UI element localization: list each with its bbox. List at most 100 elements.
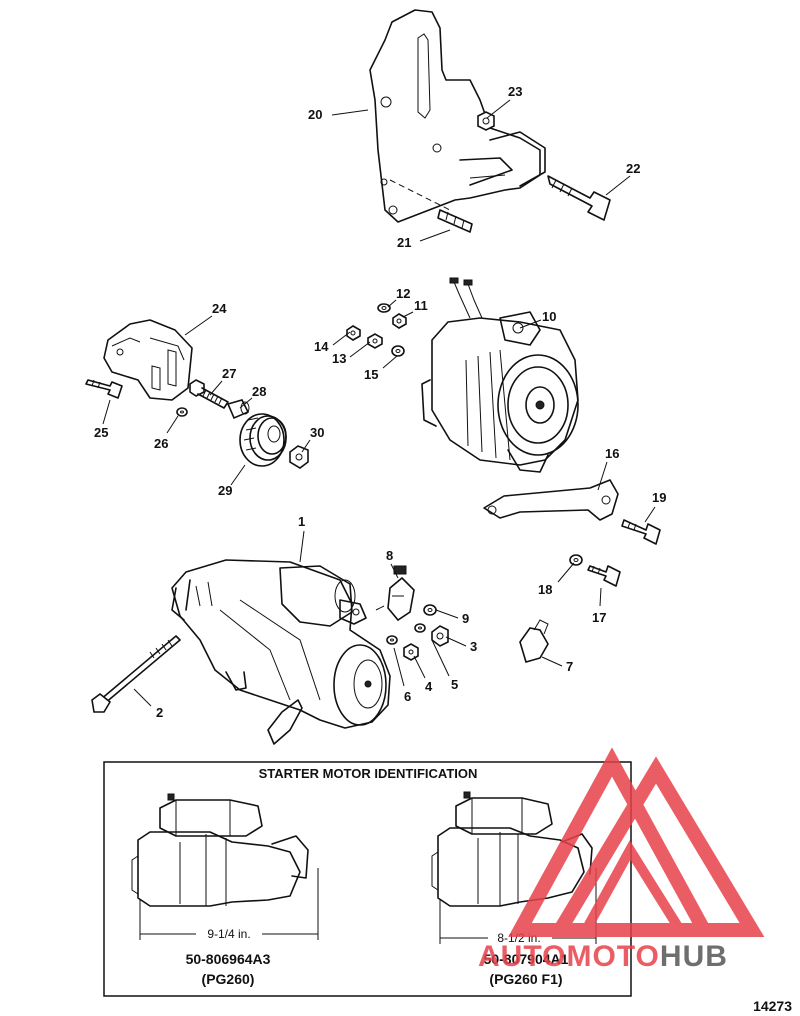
- nut-11: [392, 313, 407, 329]
- callout-leader-7: [541, 656, 563, 667]
- watermark-text-left: AUTOMOTO: [478, 940, 660, 973]
- starter-drawing-left: [131, 793, 309, 907]
- nut-4: [403, 643, 419, 661]
- washer-26: [176, 407, 188, 417]
- washer-5: [414, 623, 426, 633]
- callout-leader-30: [301, 439, 311, 453]
- callout-number-6: 6: [404, 689, 411, 704]
- right-model: (PG260 F1): [489, 971, 562, 987]
- idler-bracket-24: [103, 319, 193, 401]
- callout-leader-16: [597, 461, 608, 491]
- callout-number-1: 1: [298, 514, 305, 529]
- pulley-29: [239, 413, 287, 467]
- callout-leader-22: [605, 175, 631, 196]
- callout-number-26: 26: [154, 436, 168, 451]
- callout-number-15: 15: [364, 367, 378, 382]
- bolt-19: [621, 519, 661, 545]
- callout-leader-12: [387, 299, 397, 308]
- callout-number-2: 2: [156, 705, 163, 720]
- left-dimension-label: 9-1/4 in.: [207, 927, 250, 941]
- callout-leader-8: [390, 563, 399, 579]
- callout-number-12: 12: [396, 286, 410, 301]
- figure-number: 14273: [753, 998, 792, 1014]
- callout-leader-17: [599, 587, 602, 607]
- washer-6: [386, 635, 398, 645]
- adjusting-brace-16: [483, 479, 619, 521]
- washer-15: [391, 345, 405, 357]
- boot-7: [519, 619, 549, 663]
- callout-leader-11: [402, 311, 414, 318]
- callout-number-20: 20: [308, 107, 322, 122]
- callout-number-30: 30: [310, 425, 324, 440]
- callout-leader-9: [435, 609, 459, 619]
- callout-leader-3: [445, 636, 467, 647]
- callout-leader-10: [519, 319, 542, 329]
- callout-leader-5: [431, 639, 450, 677]
- left-part-number: 50-806964A3: [186, 951, 271, 967]
- callout-leader-26: [166, 415, 179, 434]
- callout-leader-19: [644, 506, 656, 523]
- callout-number-23: 23: [508, 84, 522, 99]
- callout-number-4: 4: [425, 679, 433, 694]
- nut-13: [367, 333, 383, 349]
- nut-14: [346, 325, 361, 341]
- callout-leader-1: [299, 530, 305, 563]
- callout-number-27: 27: [222, 366, 236, 381]
- callout-number-7: 7: [566, 659, 573, 674]
- callout-number-17: 17: [592, 610, 606, 625]
- callout-number-10: 10: [542, 309, 556, 324]
- thru-bolt-2: [91, 635, 181, 713]
- callout-layer: 2023222124121110141315272825263029161918…: [94, 84, 666, 720]
- callout-leader-27: [209, 380, 223, 396]
- callout-number-5: 5: [451, 677, 458, 692]
- callout-leader-15: [382, 355, 398, 369]
- callout-number-18: 18: [538, 582, 552, 597]
- watermark-text-right: HUB: [660, 940, 728, 973]
- callout-leader-28: [239, 397, 253, 409]
- callout-leader-25: [102, 399, 111, 425]
- callout-number-14: 14: [314, 339, 329, 354]
- callout-number-28: 28: [252, 384, 266, 399]
- right-part-number: 50-807904A1: [484, 951, 569, 967]
- dimension-left: 9-1/4 in.: [139, 868, 319, 941]
- alternator-10: [421, 277, 579, 473]
- callout-leader-18: [557, 562, 575, 583]
- callout-number-19: 19: [652, 490, 666, 505]
- mounting-bracket-20: [369, 9, 546, 223]
- nut-9: [423, 604, 437, 616]
- callout-leader-13: [349, 341, 371, 358]
- callout-number-29: 29: [218, 483, 232, 498]
- callout-number-22: 22: [626, 161, 640, 176]
- spacer-28: [226, 399, 250, 420]
- callout-number-8: 8: [386, 548, 393, 563]
- callout-number-11: 11: [414, 298, 428, 313]
- automotohub-watermark-logo: AUTOMOTOHUB: [478, 747, 765, 973]
- bolt-17: [587, 565, 621, 587]
- callout-leader-14: [332, 331, 351, 346]
- callout-leader-23: [486, 99, 511, 119]
- callout-leader-29: [230, 464, 246, 486]
- callout-number-16: 16: [605, 446, 619, 461]
- callout-number-13: 13: [332, 351, 346, 366]
- nut-30: [289, 445, 309, 469]
- callout-leader-6: [393, 647, 405, 687]
- callout-leader-20: [331, 109, 369, 116]
- callout-number-21: 21: [397, 235, 411, 250]
- callout-number-24: 24: [212, 301, 227, 316]
- bolt-22: [547, 175, 611, 221]
- callout-number-25: 25: [94, 425, 108, 440]
- washer-18: [569, 554, 583, 566]
- callout-leader-21: [419, 229, 451, 242]
- left-model: (PG260): [202, 971, 255, 987]
- callout-leader-24: [184, 315, 213, 336]
- callout-leader-4: [413, 655, 426, 679]
- callout-number-3: 3: [470, 639, 477, 654]
- bolt-27: [189, 379, 229, 409]
- bolt-25: [85, 379, 123, 399]
- washer-12: [377, 303, 391, 313]
- callout-leader-2: [133, 688, 152, 707]
- identification-title: STARTER MOTOR IDENTIFICATION: [259, 766, 478, 781]
- starter-motor-1: [171, 559, 391, 745]
- stud-21: [437, 209, 473, 233]
